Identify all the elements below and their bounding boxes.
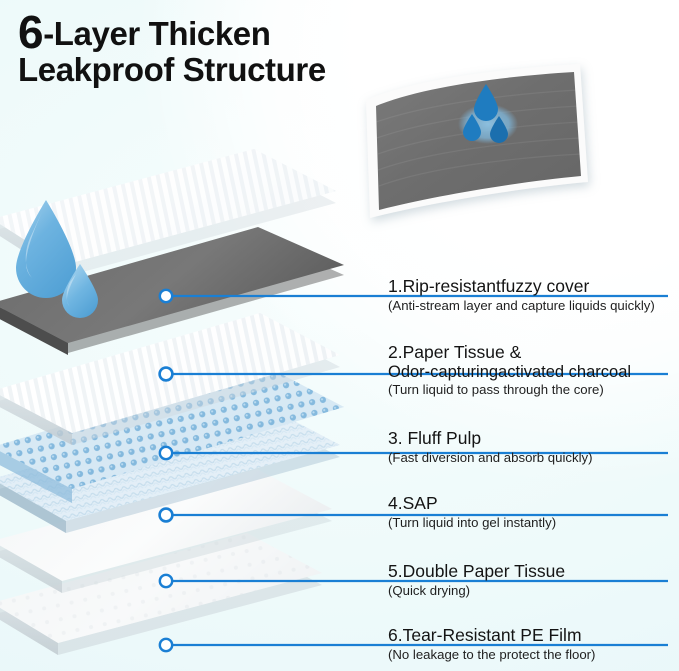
pad-droplet-large <box>474 84 498 121</box>
callout-2-subtitle: (Turn liquid to pass through the core) <box>388 382 604 398</box>
product-pad-photo <box>358 62 590 222</box>
callout-5-subtitle: (Quick drying) <box>388 582 471 598</box>
callout-2-title: 2.Paper Tissue & <box>388 342 522 362</box>
title-line-2: Leakproof Structure <box>18 51 326 89</box>
title-number: 6 <box>18 6 44 58</box>
droplet-small <box>62 264 98 318</box>
callout-3-subtitle: (Fast diversion and absorb quickly) <box>388 449 593 465</box>
callout-layer-2: 2.Paper Tissue & Odor-capturingactivated… <box>388 342 632 398</box>
callout-6-title: 6.Tear-Resistant PE Film <box>388 625 582 645</box>
callout-4-subtitle: (Turn liquid into gel instantly) <box>388 514 557 530</box>
callout-2-title-line2: Odor-capturingactivated charcoal <box>388 362 632 381</box>
callout-layer-5: 5.Double Paper Tissue (Quick drying) <box>388 561 566 598</box>
droplet-large <box>16 200 76 298</box>
title-line-1-rest: -Layer Thicken <box>43 15 271 52</box>
callout-1-title: 1.Rip-resistantfuzzy cover <box>388 276 590 296</box>
page-title: 6-Layer Thicken Leakproof Structure <box>18 9 326 89</box>
layer-1-fuzzy-cover <box>0 149 336 277</box>
pad-droplet-small-left <box>463 114 481 141</box>
droplet-small-highlight <box>66 274 76 307</box>
droplet-large-highlight <box>25 212 42 278</box>
callout-layer-3: 3. Fluff Pulp (Fast diversion and absorb… <box>388 428 593 465</box>
callout-layer-6: 6.Tear-Resistant PE Film (No leakage to … <box>388 625 596 662</box>
callout-layer-4: 4.SAP (Turn liquid into gel instantly) <box>388 493 557 530</box>
layer-3-absorbent-granules <box>0 365 344 503</box>
callout-6-subtitle: (No leakage to the protect the floor) <box>388 646 596 662</box>
callout-3-title: 3. Fluff Pulp <box>388 428 482 448</box>
pad-droplet-small-right <box>490 116 508 143</box>
water-droplet-cluster <box>2 196 122 321</box>
callout-1-subtitle: (Anti-stream layer and capture liquids q… <box>388 297 655 313</box>
layer-5-double-paper-tissue <box>0 469 332 593</box>
callout-layer-1: 1.Rip-resistantfuzzy cover (Anti-stream … <box>388 276 655 313</box>
title-line-1: 6-Layer Thicken <box>18 9 326 55</box>
callout-4-title: 4.SAP <box>388 493 438 513</box>
callout-5-title: 5.Double Paper Tissue <box>388 561 566 581</box>
